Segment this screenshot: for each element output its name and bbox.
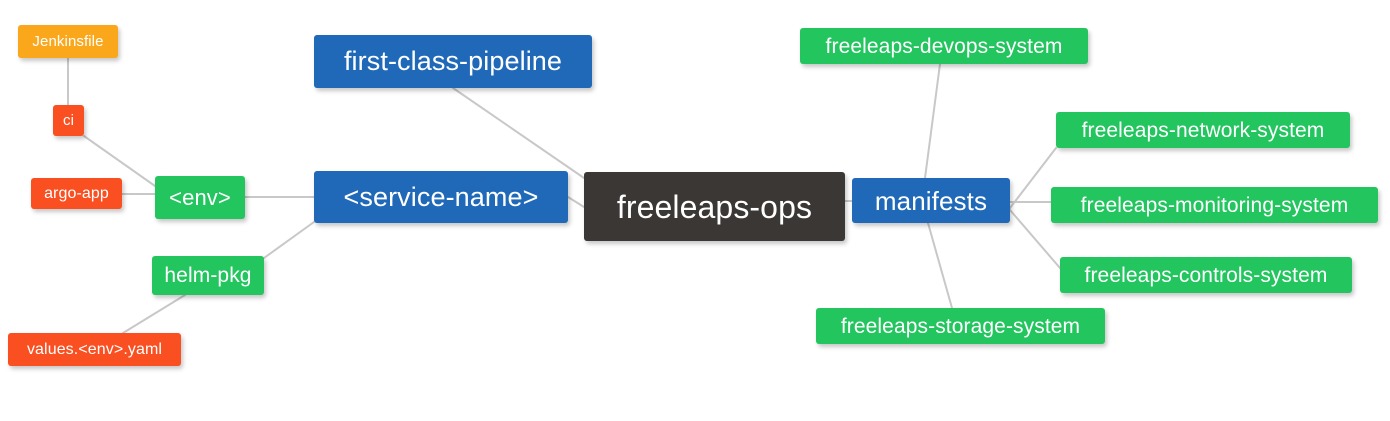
- mindmap-node-helm-pkg[interactable]: helm-pkg: [152, 256, 264, 295]
- mindmap-edge: [452, 87, 585, 179]
- mindmap-node-values-env-yaml[interactable]: values.<env>.yaml: [8, 333, 181, 366]
- mindmap-node-label: ci: [62, 112, 75, 129]
- mindmap-node-label: Jenkinsfile: [32, 33, 104, 50]
- mindmap-node-env[interactable]: <env>: [155, 176, 245, 219]
- mindmap-edge: [1009, 147, 1057, 209]
- mindmap-edge: [924, 63, 941, 179]
- mindmap-node-service-name[interactable]: <service-name>: [314, 171, 568, 223]
- mindmap-node-argo-app[interactable]: argo-app: [31, 178, 122, 209]
- mindmap-node-freeleaps-ops[interactable]: freeleaps-ops: [584, 172, 845, 241]
- mindmap-node-label: freeleaps-controls-system: [1084, 263, 1328, 287]
- mindmap-node-label: freeleaps-monitoring-system: [1080, 193, 1349, 217]
- mindmap-node-label: <service-name>: [343, 181, 539, 212]
- mindmap-node-label: argo-app: [44, 184, 109, 202]
- mindmap-edge: [567, 196, 585, 208]
- mindmap-node-label: freeleaps-ops: [616, 188, 813, 225]
- mindmap-node-freeleaps-network-system[interactable]: freeleaps-network-system: [1056, 112, 1350, 148]
- mindmap-edge: [927, 222, 953, 309]
- mindmap-node-freeleaps-controls-system[interactable]: freeleaps-controls-system: [1060, 257, 1352, 293]
- mindmap-node-label: values.<env>.yaml: [26, 340, 163, 358]
- mindmap-node-label: freeleaps-storage-system: [840, 314, 1081, 338]
- mindmap-node-label: freeleaps-devops-system: [825, 34, 1063, 58]
- mindmap-edge: [122, 294, 186, 334]
- mindmap-node-label: first-class-pipeline: [343, 46, 563, 76]
- mindmap-edge: [263, 221, 315, 259]
- mindmap-node-freeleaps-monitoring-system[interactable]: freeleaps-monitoring-system: [1051, 187, 1378, 223]
- mindmap-node-label: <env>: [169, 184, 231, 210]
- mindmap-node-label: manifests: [874, 185, 988, 216]
- mindmap-node-label: helm-pkg: [164, 264, 252, 287]
- mindmap-node-ci[interactable]: ci: [53, 105, 84, 136]
- mindmap-node-label: freeleaps-network-system: [1081, 118, 1325, 142]
- mindmap-node-manifests[interactable]: manifests: [852, 178, 1010, 223]
- mindmap-node-jenkinsfile[interactable]: Jenkinsfile: [18, 25, 118, 58]
- mindmap-node-freeleaps-devops-system[interactable]: freeleaps-devops-system: [800, 28, 1088, 64]
- mindmap-node-freeleaps-storage-system[interactable]: freeleaps-storage-system: [816, 308, 1105, 344]
- mindmap-node-first-class-pipeline[interactable]: first-class-pipeline: [314, 35, 592, 88]
